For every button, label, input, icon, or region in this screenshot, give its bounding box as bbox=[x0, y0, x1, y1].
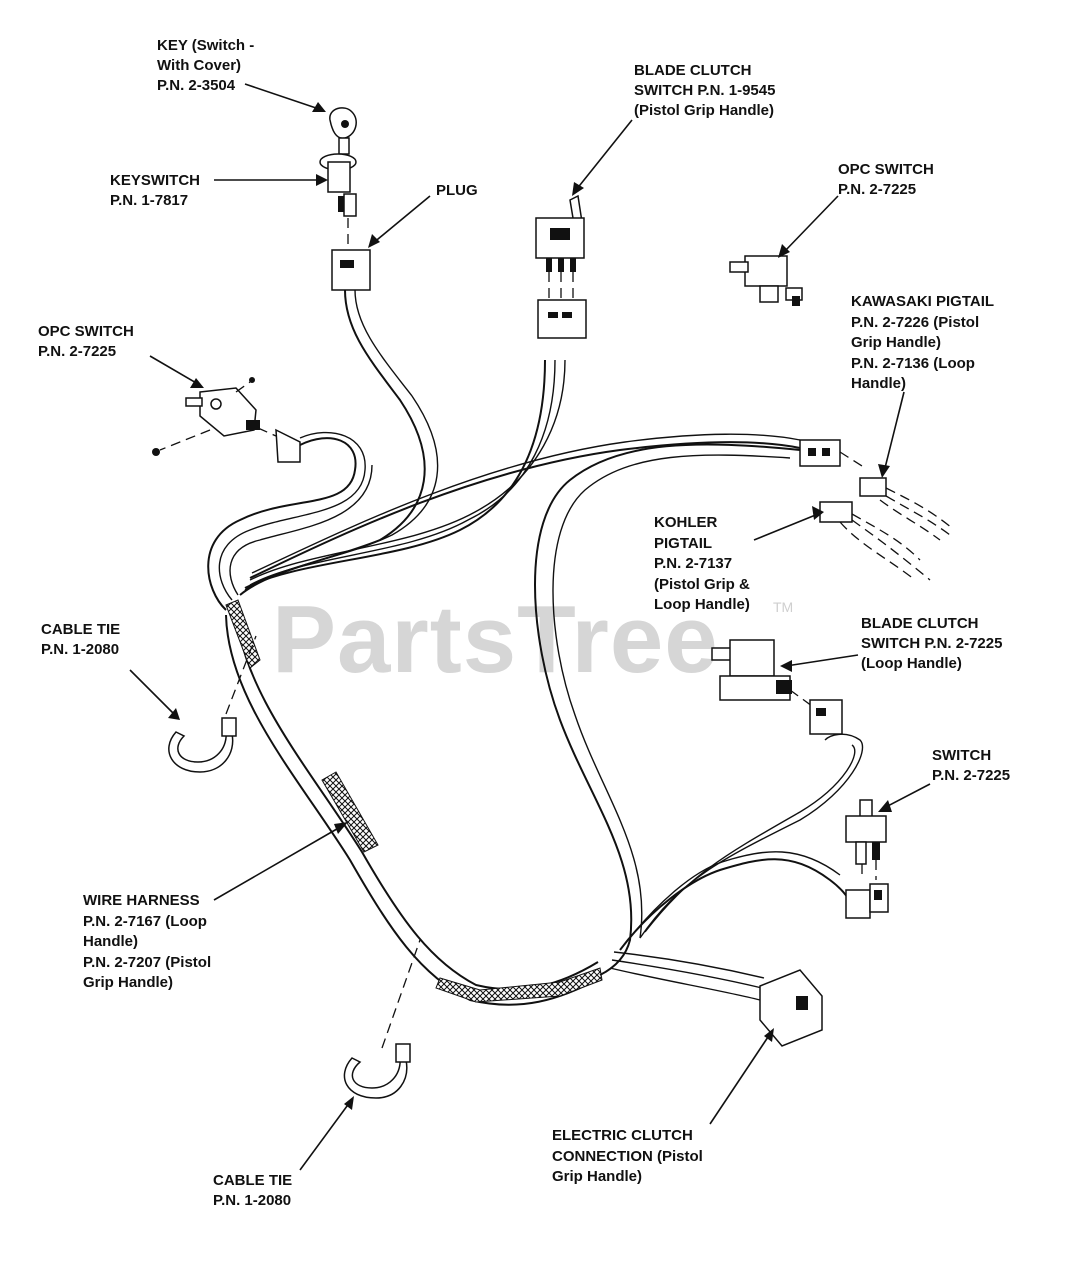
label-blade-clutch-loop-line3: (Loop Handle) bbox=[861, 655, 962, 672]
label-wire-harness: WIRE HARNESS P.N. 2-7167 (Loop Handle) P… bbox=[83, 892, 211, 991]
watermark: PartsTree TM bbox=[272, 586, 793, 693]
label-wire-harness-line2: P.N. 2-7167 (Loop bbox=[83, 913, 207, 930]
blade-clutch-switch-pistol bbox=[535, 194, 587, 339]
label-cable-tie-upper-line1: CABLE TIE bbox=[41, 621, 120, 638]
blade-clutch-switch-loop bbox=[711, 639, 843, 735]
label-blade-clutch-loop-line1: BLADE CLUTCH bbox=[861, 615, 979, 632]
label-blade-clutch-pistol: BLADE CLUTCH SWITCH P.N. 1-9545 (Pistol … bbox=[634, 62, 775, 119]
label-plug-line1: PLUG bbox=[436, 182, 478, 199]
label-electric-clutch-line3: Grip Handle) bbox=[552, 1168, 642, 1185]
label-key: KEY (Switch - With Cover) P.N. 2-3504 bbox=[157, 37, 254, 94]
label-key-line1: KEY (Switch - bbox=[157, 37, 254, 54]
key-with-cover bbox=[329, 107, 357, 155]
label-cable-tie-lower-line2: P.N. 1-2080 bbox=[213, 1192, 291, 1209]
label-opc-switch-right: OPC SWITCH P.N. 2-7225 bbox=[838, 161, 934, 198]
label-switch-line1: SWITCH bbox=[932, 747, 991, 764]
label-keyswitch-line2: P.N. 1-7817 bbox=[110, 192, 188, 209]
label-kawasaki-line4: P.N. 2-7136 (Loop bbox=[851, 355, 975, 372]
label-electric-clutch: ELECTRIC CLUTCH CONNECTION (Pistol Grip … bbox=[552, 1127, 703, 1185]
label-plug: PLUG bbox=[436, 182, 478, 199]
leader-arrows bbox=[129, 83, 931, 1171]
cable-tie-upper bbox=[168, 635, 257, 773]
label-blade-clutch-pistol-line2: SWITCH P.N. 1-9545 bbox=[634, 82, 775, 99]
label-key-line3: P.N. 2-3504 bbox=[157, 77, 236, 94]
watermark-trademark: TM bbox=[773, 599, 793, 615]
label-blade-clutch-loop-line2: SWITCH P.N. 2-7225 bbox=[861, 635, 1002, 652]
kohler-pigtail bbox=[819, 501, 931, 581]
label-kawasaki-line1: KAWASAKI PIGTAIL bbox=[851, 293, 994, 310]
label-blade-clutch-pistol-line1: BLADE CLUTCH bbox=[634, 62, 752, 79]
label-keyswitch: KEYSWITCH P.N. 1-7817 bbox=[110, 172, 200, 209]
label-wire-harness-line1: WIRE HARNESS bbox=[83, 892, 200, 909]
kawasaki-connector bbox=[799, 439, 953, 541]
electric-clutch-connector bbox=[759, 969, 823, 1047]
label-blade-clutch-loop: BLADE CLUTCH SWITCH P.N. 2-7225 (Loop Ha… bbox=[861, 615, 1002, 672]
switch-right bbox=[845, 799, 889, 919]
label-electric-clutch-line2: CONNECTION (Pistol bbox=[552, 1148, 703, 1165]
label-kohler-line3: P.N. 2-7137 bbox=[654, 555, 732, 572]
label-kohler-pigtail: KOHLER PIGTAIL P.N. 2-7137 (Pistol Grip … bbox=[654, 514, 750, 613]
label-cable-tie-upper: CABLE TIE P.N. 1-2080 bbox=[41, 621, 120, 658]
label-keyswitch-line1: KEYSWITCH bbox=[110, 172, 200, 189]
opc-switch-left bbox=[152, 377, 301, 463]
label-opc-switch-left-line1: OPC SWITCH bbox=[38, 323, 134, 340]
watermark-text: PartsTree bbox=[272, 586, 719, 693]
label-opc-switch-left-line2: P.N. 2-7225 bbox=[38, 343, 116, 360]
label-electric-clutch-line1: ELECTRIC CLUTCH bbox=[552, 1127, 693, 1144]
label-wire-harness-line3: Handle) bbox=[83, 933, 138, 950]
label-wire-harness-line4: P.N. 2-7207 (Pistol bbox=[83, 954, 211, 971]
label-kawasaki-pigtail: KAWASAKI PIGTAIL P.N. 2-7226 (Pistol Gri… bbox=[851, 293, 994, 392]
label-key-line2: With Cover) bbox=[157, 57, 241, 74]
label-cable-tie-upper-line2: P.N. 1-2080 bbox=[41, 641, 119, 658]
wire-harness-bundle bbox=[207, 289, 864, 1006]
label-switch: SWITCH P.N. 2-7225 bbox=[932, 747, 1010, 784]
label-kohler-line4: (Pistol Grip & bbox=[654, 576, 750, 593]
label-kohler-line5: Loop Handle) bbox=[654, 596, 750, 613]
label-opc-switch-right-line2: P.N. 2-7225 bbox=[838, 181, 916, 198]
label-cable-tie-lower-line1: CABLE TIE bbox=[213, 1172, 292, 1189]
label-kawasaki-line5: Handle) bbox=[851, 375, 906, 392]
label-cable-tie-lower: CABLE TIE P.N. 1-2080 bbox=[213, 1172, 292, 1209]
label-kawasaki-line2: P.N. 2-7226 (Pistol bbox=[851, 314, 979, 331]
label-opc-switch-left: OPC SWITCH P.N. 2-7225 bbox=[38, 323, 134, 360]
opc-switch-right bbox=[729, 255, 803, 306]
label-kohler-line2: PIGTAIL bbox=[654, 535, 712, 552]
label-wire-harness-line5: Grip Handle) bbox=[83, 974, 173, 991]
cable-tie-lower bbox=[343, 939, 421, 1099]
label-blade-clutch-pistol-line3: (Pistol Grip Handle) bbox=[634, 102, 774, 119]
plug-connector bbox=[331, 249, 371, 291]
label-opc-switch-right-line1: OPC SWITCH bbox=[838, 161, 934, 178]
keyswitch bbox=[319, 153, 357, 217]
label-switch-line2: P.N. 2-7225 bbox=[932, 767, 1010, 784]
label-kohler-line1: KOHLER bbox=[654, 514, 718, 531]
label-kawasaki-line3: Grip Handle) bbox=[851, 334, 941, 351]
